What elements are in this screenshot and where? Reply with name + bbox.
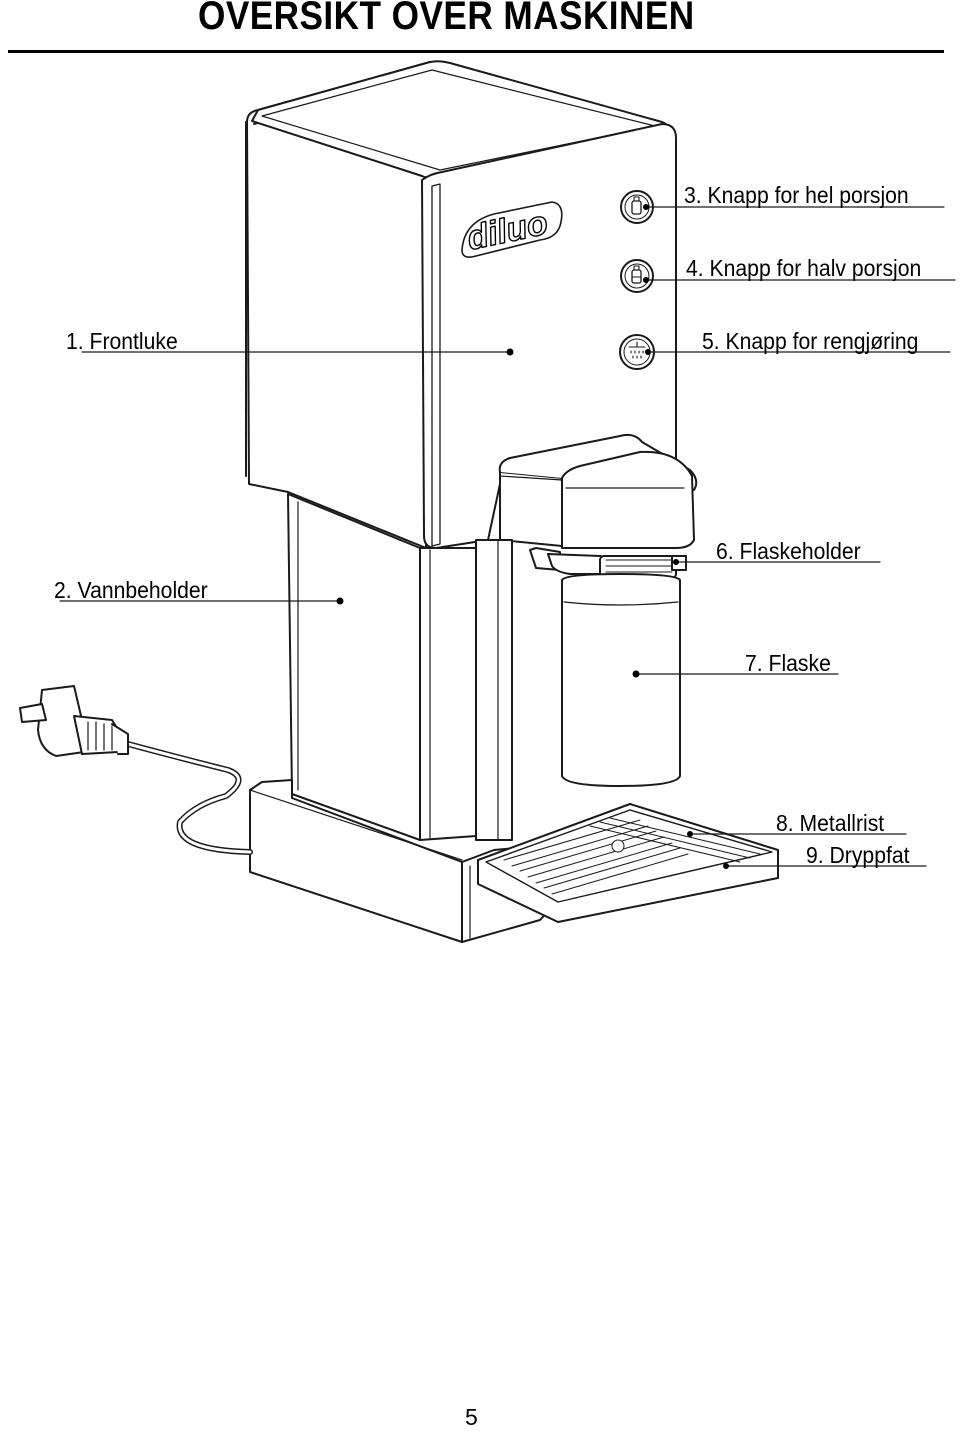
power-plug-icon (19, 685, 129, 757)
title-underline (8, 50, 944, 53)
button-full-portion[interactable] (620, 190, 654, 224)
tray-leaders (687, 831, 927, 869)
metal-grid (503, 817, 761, 895)
callout-dryppfat: 9. Dryppfat (806, 842, 910, 868)
callout-flaskeholder: 6. Flaskeholder (716, 538, 861, 564)
frontluke-leader (81, 348, 514, 356)
button-half-portion[interactable] (620, 259, 654, 293)
water-tank (287, 493, 513, 841)
bottle (561, 573, 681, 787)
flaskeholder-leader (673, 559, 881, 565)
callout-vannbeholder: 2. Vannbeholder (54, 577, 208, 603)
callout-knapp-halv: 4. Knapp for halv porsjon (686, 255, 922, 281)
brew-head (498, 433, 698, 549)
shower-clean-icon (628, 341, 646, 359)
callout-metallrist: 8. Metallrist (776, 810, 885, 836)
button-leaders (643, 204, 956, 355)
drip-tray (477, 803, 779, 923)
flaske-leader (632, 670, 839, 678)
callout-flaske: 7. Flaske (745, 650, 831, 676)
callout-knapp-rengjoring: 5. Knapp for rengjøring (702, 328, 919, 354)
page-number: 5 (465, 1404, 478, 1430)
callout-knapp-hel: 3. Knapp for hel porsjon (684, 182, 909, 208)
power-cord (125, 741, 253, 855)
callout-frontluke: 1. Frontluke (66, 328, 178, 354)
page-title: OVERSIKT OVER MASKINEN (198, 0, 695, 38)
vannbeholder-leader (59, 597, 344, 605)
